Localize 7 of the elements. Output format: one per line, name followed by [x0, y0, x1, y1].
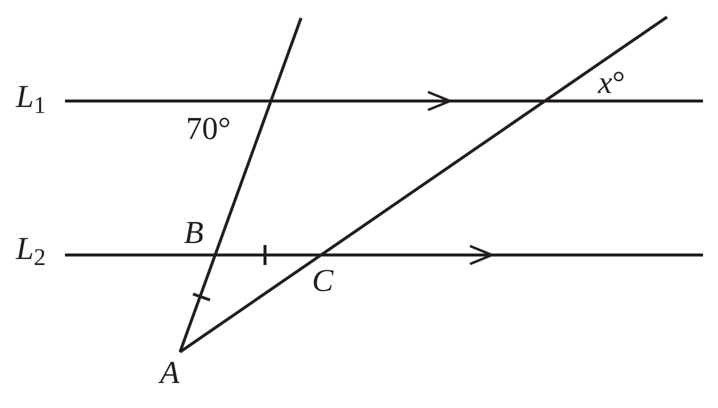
point-label: A: [160, 356, 180, 388]
point-label: C: [312, 264, 334, 296]
angle-label: 70°: [186, 112, 231, 144]
line-label: L$_{2}$: [16, 232, 46, 264]
line-label: L$_{1}$: [16, 80, 46, 112]
point-label: B: [184, 216, 204, 248]
angle-label: x°: [598, 66, 625, 98]
